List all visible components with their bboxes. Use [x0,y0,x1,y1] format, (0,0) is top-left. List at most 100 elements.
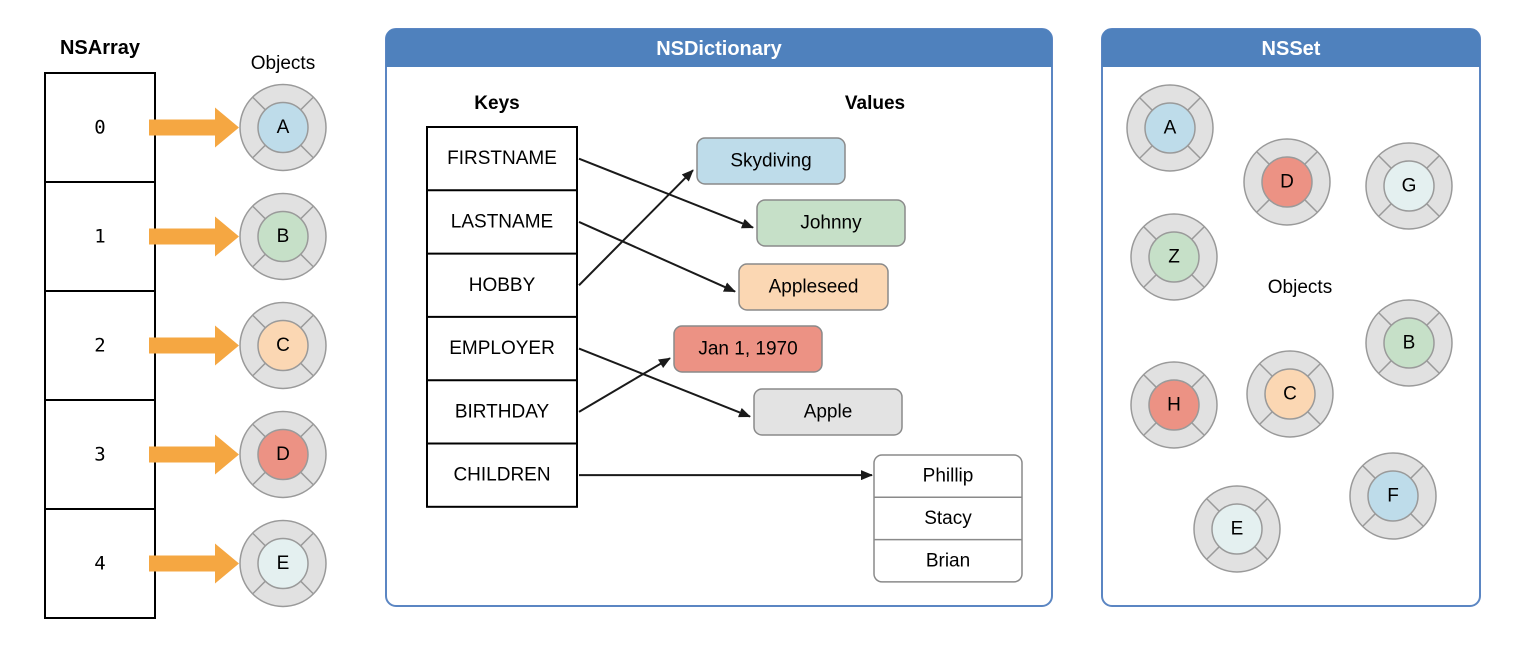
object-core [1383,160,1435,212]
value-text: Jan 1, 1970 [698,339,797,360]
array-pointer-arrow [149,325,239,366]
child-stacy: Stacy [924,508,972,529]
values-label: Values [845,93,905,114]
nsset-objects-label: Objects [1268,277,1332,298]
array-slot [44,290,156,401]
object-ring-spoke [300,314,314,329]
key-firstname: FIRSTNAME [447,148,557,169]
object-label: E [277,553,290,574]
object-ring-spoke [300,532,314,547]
keys-label: Keys [474,93,519,114]
object-ring-spoke [300,580,314,595]
object-label: E [1231,519,1244,540]
object-core [1383,317,1435,369]
object-b: B [1365,299,1453,387]
object-ring-spoke [1254,546,1268,560]
object-ring-spoke [252,144,266,159]
object-core [1144,102,1196,154]
object-core [1367,470,1419,522]
value-skydiving: Skydiving [696,137,846,185]
array-slot [44,72,156,183]
object-core [257,319,309,372]
object-d: D [1243,138,1331,226]
object-ring-spoke [1191,274,1205,288]
dictionary-keys-table: FIRSTNAMELASTNAMEHOBBYEMPLOYERBIRTHDAYCH… [426,126,578,508]
object-core [257,537,309,590]
object-ring-spoke [1426,155,1440,169]
object-label: A [277,117,290,138]
value-text: Johnny [800,213,862,234]
nsset-objects: A D G Z B H C F E [1126,84,1453,573]
array-index: 2 [94,335,105,357]
array-slot [44,181,156,292]
object-label: D [1280,172,1294,193]
object-g: G [1365,142,1453,230]
object-ring-spoke [1143,374,1157,388]
object-a: A [1126,84,1214,172]
object-c: C [1246,350,1334,438]
object-ring-spoke [1304,151,1318,165]
array-pointer-arrow [149,107,239,148]
object-core [1264,368,1316,420]
object-c: C [239,301,327,390]
object-ring-spoke [1307,363,1321,377]
object-ring-spoke [1187,97,1201,111]
object-ring-spoke [1378,203,1392,217]
object-ring-spoke [1187,145,1201,159]
key-employer: EMPLOYER [449,338,555,359]
object-ring-spoke [1256,151,1270,165]
object-ring-spoke [1259,411,1273,425]
object-ring-spoke [1426,312,1440,326]
object-ring-spoke [1256,199,1270,213]
value-apple: Apple [753,388,903,436]
object-ring-spoke [1410,465,1424,479]
value-text: Skydiving [730,151,811,172]
object-core [1148,231,1200,283]
object-ring-spoke [1378,312,1392,326]
array-index: 1 [94,226,105,248]
object-ring-spoke [1206,498,1220,512]
key-birthday: BIRTHDAY [455,401,550,422]
object-label: F [1387,486,1399,507]
object-e: E [239,519,327,608]
object-ring-spoke [300,144,314,159]
children-list-border [873,454,1023,583]
nsdictionary-panel-header [386,29,1052,67]
object-ring-spoke [252,314,266,329]
object-h: H [1130,361,1218,449]
object-ring-spoke [252,362,266,377]
object-label: Z [1168,247,1180,268]
value-appleseed: Appleseed [738,263,889,311]
value-box [756,199,906,247]
array-pointer-arrow [149,434,239,475]
object-ring-spoke [1206,546,1220,560]
nsdictionary-panel: NSDictionary Keys Values FIRSTNAMELASTNA… [385,28,1053,607]
value-johnny: Johnny [756,199,906,247]
object-label: C [1283,384,1297,405]
object-core [257,210,309,263]
object-ring-spoke [252,471,266,486]
value-text: Apple [804,402,853,423]
array-index: 0 [94,117,105,139]
object-ring-spoke [1191,226,1205,240]
array-pointer-arrow [149,543,239,584]
object-ring-spoke [1259,363,1273,377]
arrow-employer [578,347,751,418]
array-index: 4 [94,553,105,575]
child-phillip: Phillip [923,466,974,487]
key-value-arrows [578,157,873,481]
arrow-hobby [578,169,694,286]
key-children: CHILDREN [453,465,550,486]
nsset-panel-header [1102,29,1480,67]
arrow-lastname [578,221,736,293]
object-core [1211,503,1263,555]
object-ring-spoke [1191,374,1205,388]
child-brian: Brian [926,550,970,571]
